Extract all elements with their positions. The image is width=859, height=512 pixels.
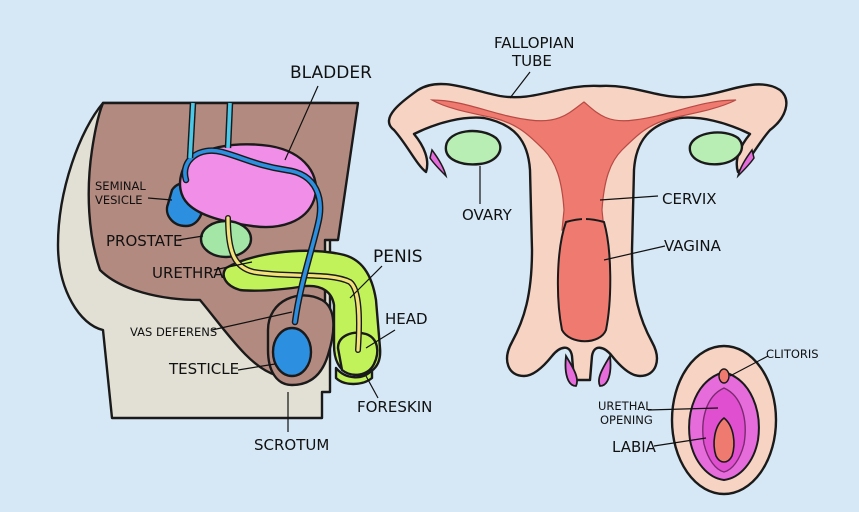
foreskin-shape [334, 366, 374, 386]
label-urethral-2: OPENING [600, 413, 653, 427]
label-seminal-2: VESICLE [95, 193, 143, 207]
leader-clitoris [729, 355, 769, 377]
female-anatomy: FALLOPIAN TUBE OVARY CERVIX VAGINA CLITO… [387, 34, 819, 496]
label-fallopian-1: FALLOPIAN [494, 34, 574, 52]
leader-vas [211, 311, 293, 331]
label-ovary: OVARY [462, 206, 513, 224]
label-head: HEAD [385, 310, 428, 328]
vagina-shape [556, 218, 612, 343]
vas-deferens-duct-fill [183, 148, 322, 324]
ovary-right [688, 131, 744, 166]
leader-bladder [284, 85, 319, 161]
testicle-shape [271, 326, 313, 378]
leader-fallopian [509, 71, 531, 99]
labia-tip-right [598, 353, 612, 387]
label-clitoris: CLITORIS [766, 347, 819, 361]
fimbriae-right [736, 148, 755, 179]
bladder-shape [178, 143, 318, 229]
penis-head-shape [336, 331, 379, 376]
label-labia: LABIA [612, 438, 657, 456]
label-cervix: CERVIX [662, 190, 717, 208]
label-urethral-1: URETHAL [598, 399, 652, 413]
ureter-right-fill [226, 102, 232, 149]
clitoris-shape [718, 368, 730, 384]
ovary-left [444, 129, 502, 166]
urethra-duct-fill [226, 216, 361, 352]
label-penis: PENIS [373, 247, 423, 267]
leader-vagina [603, 245, 666, 261]
label-prostate: PROSTATE [106, 232, 183, 250]
label-scrotum: SCROTUM [254, 436, 329, 454]
leader-urethra [213, 261, 253, 271]
vaginal-opening [713, 416, 735, 463]
label-fallopian-2: TUBE [511, 52, 552, 70]
leader-urethral [647, 407, 719, 411]
label-seminal-1: SEMINAL [95, 179, 146, 193]
leader-foreskin [365, 375, 379, 399]
label-foreskin: FORESKIN [357, 398, 432, 416]
label-testicle: TESTICLE [168, 360, 239, 378]
leader-testicle [237, 363, 276, 371]
leader-prostate [177, 235, 204, 241]
ureter-left-fill [188, 102, 195, 159]
labia-tip-left [564, 353, 578, 387]
leader-seminal [147, 197, 173, 201]
fimbriae-left [429, 148, 448, 179]
leader-penis [349, 265, 383, 299]
label-urethra: URETHRA [152, 264, 224, 282]
leader-cervix [599, 195, 659, 201]
label-bladder: BLADDER [290, 63, 372, 83]
male-anatomy: BLADDER SEMINAL VESICLE PROSTATE URETHRA… [56, 63, 432, 454]
leader-labia [653, 437, 707, 447]
label-vagina: VAGINA [664, 237, 722, 255]
leader-head [365, 329, 396, 349]
label-vas-deferens: VAS DEFERENS [130, 325, 217, 339]
